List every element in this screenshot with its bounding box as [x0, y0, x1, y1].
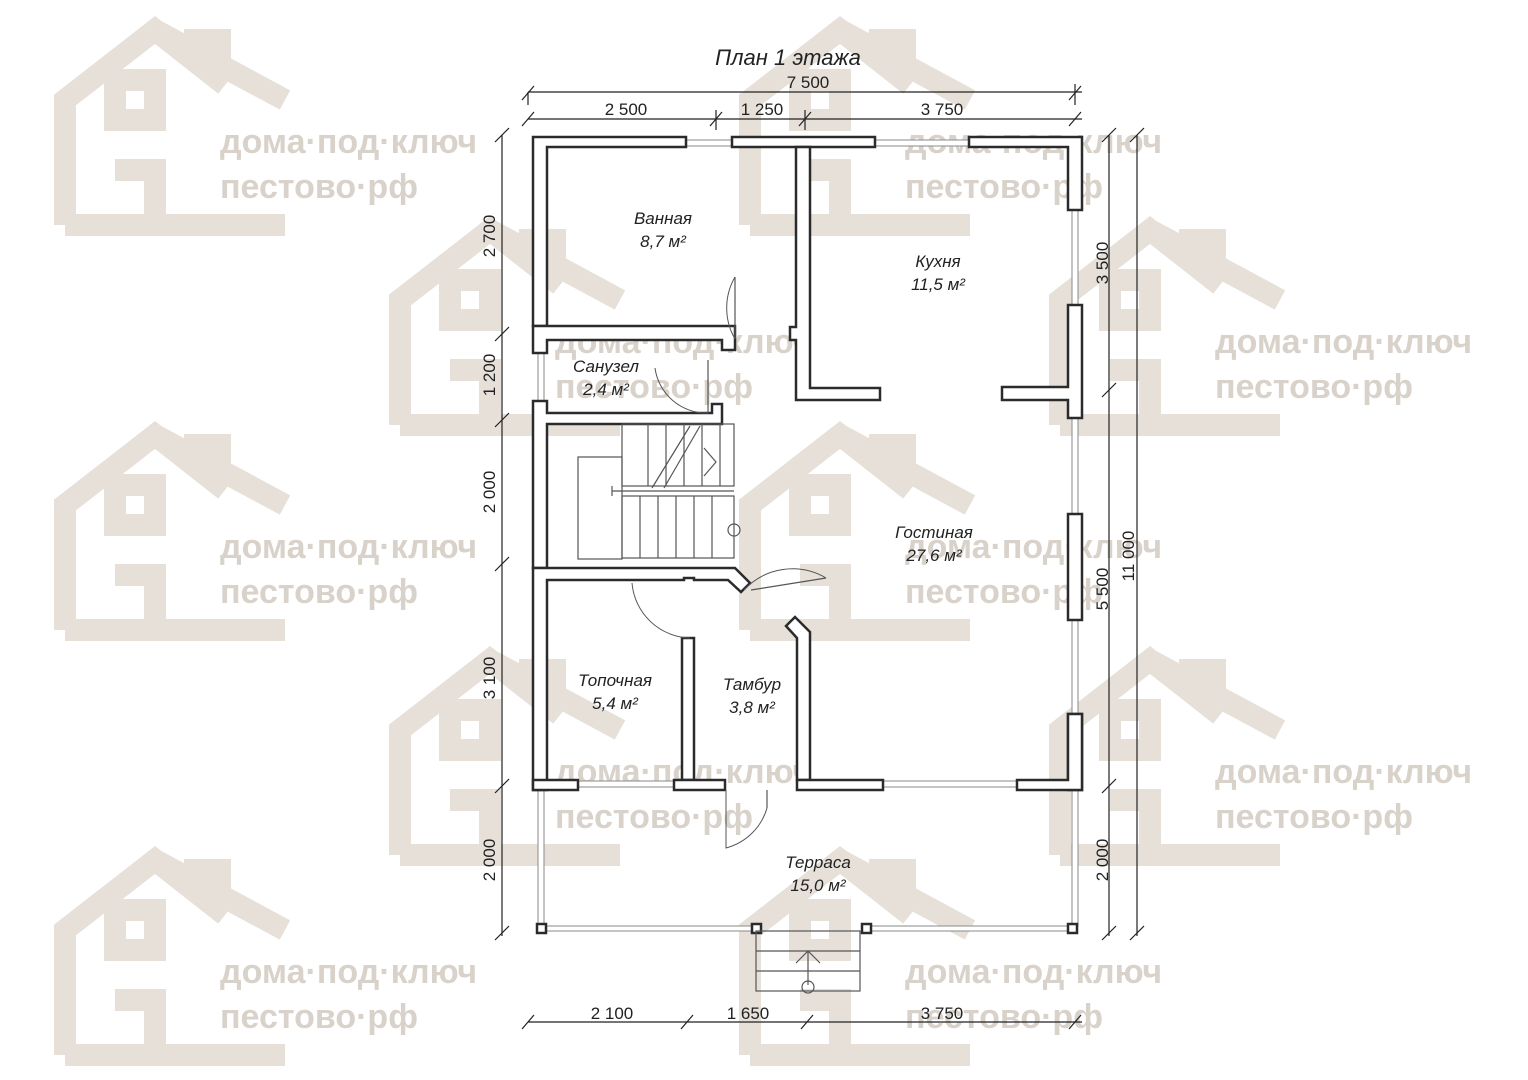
watermark-line2: пестово·рф [220, 168, 418, 206]
staircase [577, 423, 741, 560]
walls [531, 135, 1084, 935]
watermark-line2: пестово·рф [555, 798, 753, 836]
plan-title: План 1 этажа [715, 45, 861, 70]
house-logo-icon [739, 846, 976, 1066]
room-living-area: 27,6 м² [905, 546, 962, 565]
entrance-steps [755, 930, 861, 994]
dim-right-total: 11 000 [1119, 531, 1138, 582]
dim-left: 2 700 [480, 215, 499, 258]
house-logo-icon [1049, 646, 1286, 866]
watermark-line2: пестово·рф [555, 368, 753, 406]
dim-left: 3 100 [480, 657, 499, 700]
room-living-name: Гостиная [895, 523, 973, 542]
dimension-lines [494, 84, 1145, 1030]
watermark: дома·под·ключ пестово·рф [54, 421, 477, 641]
room-vestibule-area: 3,8 м² [729, 698, 776, 717]
dim-bottom-part: 1 650 [727, 1004, 770, 1023]
dim-bottom-part: 2 100 [591, 1004, 634, 1023]
watermark-line1: дома·под·ключ [1215, 753, 1472, 791]
dim-right-part: 3 500 [1093, 242, 1112, 285]
dim-bottom-part: 3 750 [921, 1004, 964, 1023]
house-logo-icon [739, 16, 976, 236]
dim-top-total: 7 500 [787, 73, 830, 92]
watermark-layer: дома·под·ключ пестово·рф дома·под·ключ пест… [54, 16, 1472, 1066]
watermark-line1: дома·под·ключ [220, 528, 477, 566]
room-wc-name: Санузел [573, 357, 639, 376]
watermark-line1: дома·под·ключ [220, 123, 477, 161]
dim-right-part: 5 500 [1093, 568, 1112, 611]
watermark-line2: пестово·рф [1215, 368, 1413, 406]
house-logo-icon [54, 421, 291, 641]
room-kitchen-name: Кухня [915, 252, 960, 271]
watermark: дома·под·ключ пестово·рф [1049, 216, 1472, 436]
room-vestibule-name: Тамбур [723, 675, 781, 694]
watermark-line1: дома·под·ключ [905, 953, 1162, 991]
house-logo-icon [1049, 216, 1286, 436]
watermark: дома·под·ключ пестово·рф [54, 846, 477, 1066]
watermark-line2: пестово·рф [220, 573, 418, 611]
doors [631, 276, 827, 849]
house-logo-icon [54, 846, 291, 1066]
room-boiler-area: 5,4 м² [592, 694, 639, 713]
dim-top-part: 1 250 [741, 100, 784, 119]
watermark-line2: пестово·рф [1215, 798, 1413, 836]
dim-top-part: 2 500 [605, 100, 648, 119]
watermark-line2: пестово·рф [220, 998, 418, 1036]
room-bathroom-name: Ванная [634, 209, 692, 228]
dim-left: 2 000 [480, 839, 499, 882]
watermark-line1: дома·под·ключ [905, 528, 1162, 566]
watermark: дома·под·ключ пестово·рф [54, 16, 477, 236]
watermark-line1: дома·под·ключ [220, 953, 477, 991]
watermark: дома·под·ключ пестово·рф [1049, 646, 1472, 866]
room-labels: Ванная 8,7 м² Кухня 11,5 м² Санузел 2,4 … [573, 209, 973, 895]
dimension-labels: 7 500 2 500 1 250 3 750 2 100 1 650 3 75… [480, 73, 1138, 1023]
room-kitchen-area: 11,5 м² [911, 275, 966, 294]
room-boiler-name: Топочная [578, 671, 652, 690]
room-terrace-name: Терраса [785, 853, 851, 872]
watermark-line1: дома·под·ключ [1215, 323, 1472, 361]
house-logo-icon [54, 16, 291, 236]
room-bathroom-area: 8,7 м² [640, 232, 687, 251]
room-wc-area: 2,4 м² [582, 380, 630, 399]
dim-right-part: 2 000 [1093, 839, 1112, 882]
watermark-line2: пестово·рф [905, 998, 1103, 1036]
watermark: дома·под·ключ пестово·рф [739, 846, 1162, 1066]
dim-left: 1 200 [480, 354, 499, 397]
dim-top-part: 3 750 [921, 100, 964, 119]
house-logo-icon [739, 421, 976, 641]
dim-left: 2 000 [480, 471, 499, 514]
room-terrace-area: 15,0 м² [790, 876, 846, 895]
